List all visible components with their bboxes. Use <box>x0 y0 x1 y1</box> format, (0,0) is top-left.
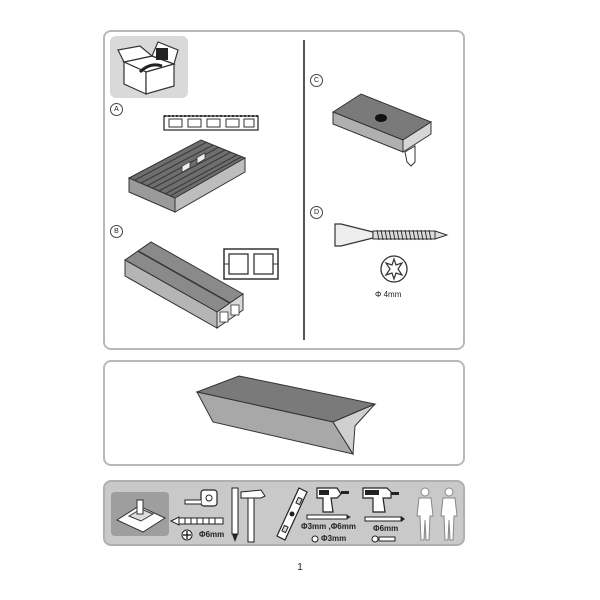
drill-small-label: Φ3mm <box>321 534 347 543</box>
joist-profile <box>223 248 279 280</box>
torx-head-icon <box>380 255 408 283</box>
spirit-level-icon <box>276 487 308 541</box>
angle-trim <box>195 375 377 456</box>
deck-clip <box>331 93 433 167</box>
masonry-bit-icon <box>364 516 405 522</box>
cordless-drill-icon <box>316 487 349 513</box>
bit-holder-icon <box>371 535 396 543</box>
clip-install-icon <box>111 492 169 536</box>
hammer-drill-icon <box>362 487 399 513</box>
drill-sizes-label: Φ3mm ,Φ6mm <box>301 522 356 531</box>
screw-diameter-label: Φ 4mm <box>375 290 402 299</box>
part-b-label: B <box>110 225 123 238</box>
screw <box>334 223 449 247</box>
phillips-head-icon <box>181 529 193 541</box>
joist-beam <box>124 241 244 329</box>
panel-divider <box>303 40 305 340</box>
part-a-label: A <box>110 103 123 116</box>
part-c-label: C <box>310 74 323 87</box>
tape-measure-icon <box>184 489 218 507</box>
package-box-icon <box>110 36 188 98</box>
wrench-size-label: Φ6mm <box>199 530 225 539</box>
hammer-icon <box>240 489 266 543</box>
page-number: 1 <box>297 562 303 573</box>
part-d-label: D <box>310 206 323 219</box>
deck-board-profile <box>163 115 259 131</box>
wall-plug-icon <box>169 516 224 526</box>
pencil-icon <box>231 487 239 542</box>
countersink-icon <box>311 535 319 543</box>
parts-panel: A B <box>103 30 465 350</box>
tools-panel: Φ6mm Φ3mm ,Φ6mm Φ3mm Φ6mm <box>103 480 465 546</box>
deck-board <box>127 139 247 213</box>
hammer-drill-size-label: Φ6mm <box>373 524 399 533</box>
trim-panel <box>103 360 465 466</box>
two-persons-icon <box>416 487 458 541</box>
drill-bit-icon <box>306 514 351 520</box>
